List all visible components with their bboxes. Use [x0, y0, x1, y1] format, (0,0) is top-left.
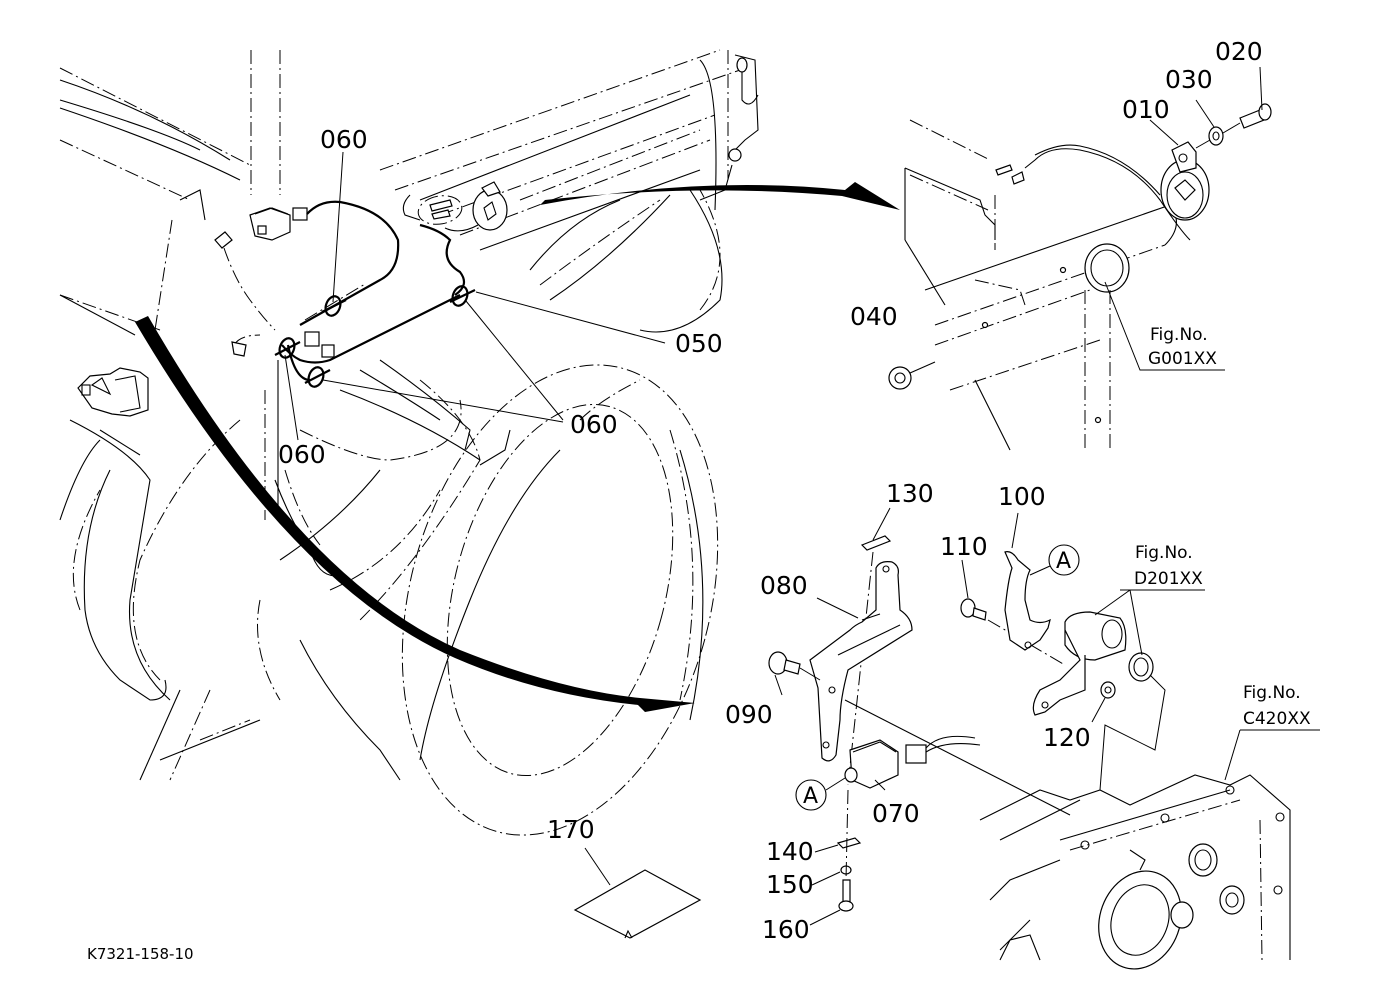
connection-marker-a-bottom: A: [795, 777, 846, 811]
washer-030: [1208, 126, 1224, 146]
callout-060-left: 060: [278, 440, 326, 469]
switch-010-installed: [472, 181, 508, 231]
callout-130: 130: [886, 479, 934, 508]
svg-text:Fig.No.: Fig.No.: [1135, 543, 1193, 563]
lever-100: [1004, 551, 1051, 651]
clamp-060-a: [324, 295, 342, 317]
callout-090: 090: [725, 700, 773, 729]
arrow-to-upper-detail: [540, 182, 900, 210]
callout-leaders: [284, 66, 1320, 926]
plate-140: [836, 837, 862, 849]
callout-010: 010: [1122, 95, 1170, 124]
transmission-case: [979, 774, 1291, 970]
svg-text:D201XX: D201XX: [1134, 569, 1203, 589]
wire-harness-assembly: [214, 181, 508, 388]
callout-160: 160: [762, 915, 810, 944]
bolt-090: [768, 651, 821, 681]
callout-150: 150: [766, 870, 814, 899]
arrow-to-lower-detail: [135, 316, 695, 712]
callout-070: 070: [872, 799, 920, 828]
svg-text:C420XX: C420XX: [1243, 709, 1311, 729]
connection-marker-a-top: A: [1029, 544, 1080, 576]
drawing-reference-code: K7321-158-10: [87, 945, 194, 963]
callout-040: 040: [850, 302, 898, 331]
callout-050: 050: [675, 329, 723, 358]
callout-100: 100: [998, 482, 1046, 511]
seat-belt-buckle: [77, 367, 149, 417]
callout-060-mid: 060: [570, 410, 618, 439]
plate-130: [860, 535, 892, 551]
figure-reference-d201: Fig.No. D201XX: [1134, 543, 1203, 589]
lower-detail-assembly: A A: [573, 535, 1291, 970]
bolt-110: [960, 598, 1066, 666]
clamp-060-c: [278, 337, 296, 359]
nut-120: [1100, 681, 1116, 699]
svg-text:Fig.No.: Fig.No.: [1243, 683, 1301, 703]
callout-080: 080: [760, 571, 808, 600]
callout-020: 020: [1215, 37, 1263, 66]
switch-070: [844, 735, 981, 789]
callout-120: 120: [1043, 723, 1091, 752]
clamp-060-b: [451, 285, 469, 307]
figure-reference-g001: Fig.No. G001XX: [1148, 325, 1217, 369]
direction-arrows: [135, 182, 900, 712]
callout-110: 110: [940, 532, 988, 561]
callout-140: 140: [766, 837, 814, 866]
switch-left: [249, 207, 308, 241]
svg-text:A: A: [1056, 549, 1071, 574]
callout-060-top: 060: [320, 125, 368, 154]
upper-detail-assembly: [888, 103, 1272, 451]
figure-reference-c420: Fig.No. C420XX: [1243, 683, 1311, 729]
clamp-060-d: [307, 366, 325, 388]
label-sheet-170: [573, 869, 702, 939]
callout-labels: 060 050 060 060 010 030 020 040 130 100 …: [278, 37, 1263, 944]
svg-text:Fig.No.: Fig.No.: [1150, 325, 1208, 345]
svg-text:A: A: [803, 784, 818, 809]
machine-frame-background: [59, 49, 759, 836]
callout-170: 170: [547, 815, 595, 844]
callout-030: 030: [1165, 65, 1213, 94]
nut-040: [888, 361, 936, 390]
svg-text:G001XX: G001XX: [1148, 349, 1217, 369]
screw-020: [1195, 103, 1272, 149]
bracket-080: [809, 561, 913, 762]
screw-160: [838, 879, 854, 912]
detection-switch-010: [1160, 141, 1210, 221]
